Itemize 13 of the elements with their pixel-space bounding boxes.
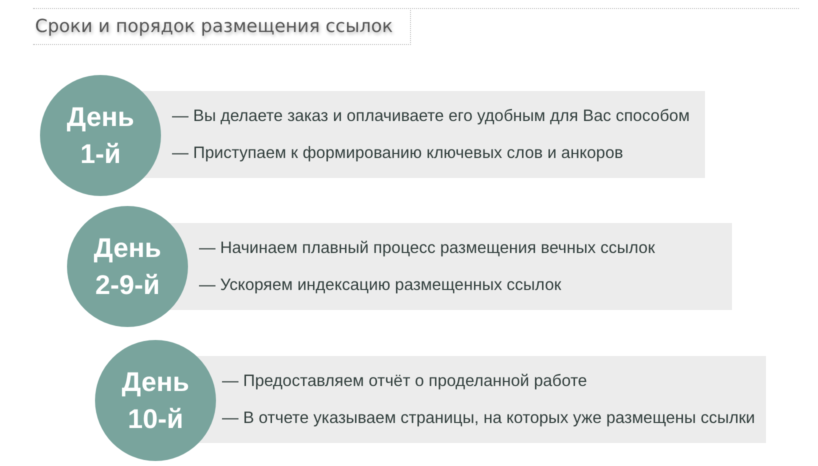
- page-title: Сроки и порядок размещения ссылок: [33, 8, 411, 45]
- step-panel: [195, 356, 766, 443]
- step-text: — Ускоряем индексацию размещенных ссылок: [199, 275, 562, 296]
- step-text: — В отчете указываем страницы, на которых уже размещены ссылки: [222, 408, 756, 429]
- step-text: — Вы делаете заказ и оплачиваете его удобным для Вас способом: [172, 106, 691, 127]
- day-label: День 1-й: [66, 100, 136, 170]
- step-panel: [140, 91, 705, 178]
- step-text: — Начинаем плавный процесс размещения вечных ссылок: [199, 238, 656, 259]
- step-text: — Приступаем к формированию ключевых слов и анкоров: [172, 143, 624, 164]
- step-text: — Предоставляем отчёт о проделанной работе: [222, 371, 588, 392]
- step-panel: [167, 223, 732, 310]
- day-label: День 10-й: [120, 366, 190, 436]
- day-label: День 2-9-й: [92, 232, 162, 302]
